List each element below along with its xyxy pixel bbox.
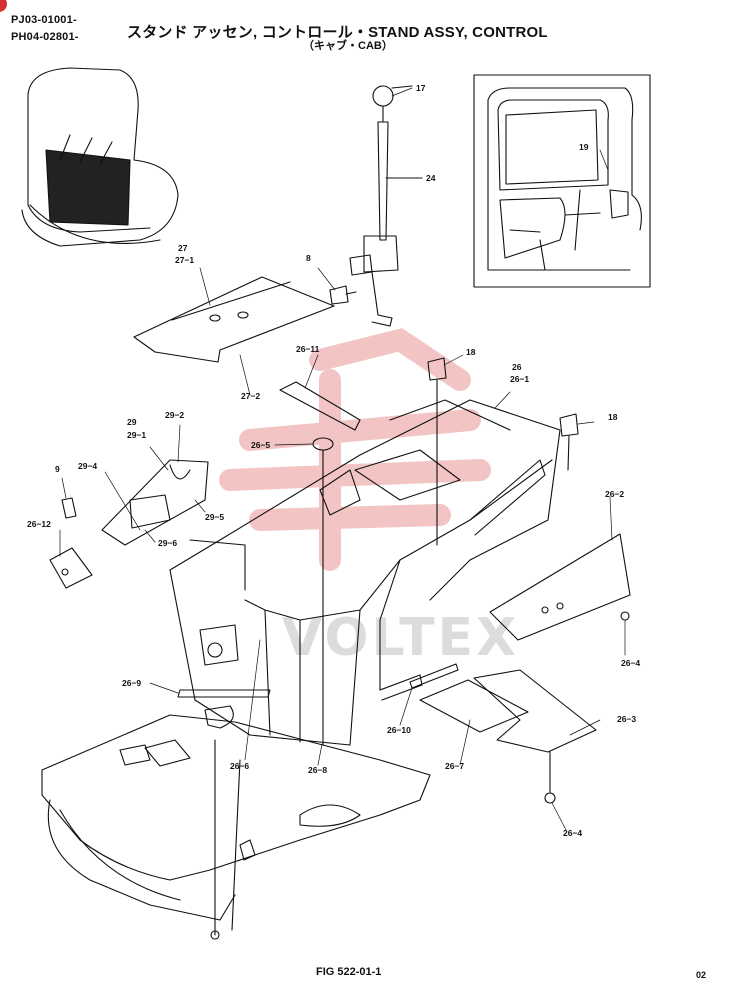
watermark-text: VOLTEX: [282, 608, 520, 668]
page-subtitle: （キャブ・CAB）: [303, 40, 393, 52]
callout-29-1: 29−1: [127, 430, 147, 440]
bracket-29: [101, 459, 209, 546]
callout-27: 27: [178, 243, 188, 253]
cab-door-detail: [487, 87, 642, 271]
model-number-2: PH04-02801-: [11, 31, 79, 43]
cover-plate-27: [133, 276, 335, 363]
callout-26-2: 26−2: [605, 489, 625, 499]
callout-8: 8: [306, 253, 311, 263]
callout-26-4a: 26−4: [621, 658, 641, 668]
callout-26-7: 26−7: [445, 761, 465, 771]
page-number: 02: [696, 970, 707, 980]
mat-26-7: [419, 679, 529, 733]
callout-26-1: 26−1: [510, 374, 530, 384]
control-lever: [349, 85, 423, 327]
callout-26-9: 26−9: [122, 678, 142, 688]
callout-17: 17: [416, 83, 426, 93]
callout-18b: 18: [608, 412, 618, 422]
callout-19: 19: [579, 142, 589, 152]
callout-29-6: 29−6: [158, 538, 178, 548]
page-title: スタンド アッセン, コントロール・STAND ASSY, CONTROL: [127, 24, 548, 41]
mat-26-3: [473, 669, 597, 753]
callout-26-3: 26−3: [617, 714, 637, 724]
strip-26-11: [279, 381, 361, 431]
callout-26-8: 26−8: [308, 765, 328, 775]
plate-26-12: [49, 547, 93, 589]
callout-26-12: 26−12: [27, 519, 51, 529]
figure-number: FIG 522-01-1: [316, 966, 382, 978]
bolt-8: [329, 285, 349, 305]
callout-26: 26: [512, 362, 522, 372]
bolt-18b: [559, 413, 579, 437]
grommet-26-5: [312, 437, 334, 451]
bar-26-9: [177, 689, 271, 698]
callout-18a: 18: [466, 347, 476, 357]
callout-29-2: 29−2: [165, 410, 185, 420]
floor-plate: [41, 705, 431, 940]
callout-9: 9: [55, 464, 60, 474]
callout-26-5: 26−5: [251, 440, 271, 450]
callout-26-6: 26−6: [230, 761, 250, 771]
callout-26-10: 26−10: [387, 725, 411, 735]
callout-29-5: 29−5: [205, 512, 225, 522]
callout-29: 29: [127, 417, 137, 427]
callout-26-4b: 26−4: [563, 828, 583, 838]
stand-body-26: [169, 399, 561, 746]
bolt-18a: [427, 357, 447, 381]
callout-29-4: 29−4: [78, 461, 98, 471]
callout-27-2: 27−2: [241, 391, 261, 401]
bolt-9: [61, 497, 77, 519]
callout-24: 24: [426, 173, 436, 183]
model-number-1: PJ03-01001-: [11, 14, 77, 26]
plate-26-2: [489, 533, 631, 641]
bar-26-10: [409, 663, 459, 689]
corner-marker: [0, 0, 7, 12]
callout-26-11: 26−11: [296, 344, 320, 354]
cab-location-thumbnail: [21, 67, 179, 247]
callout-27-1: 27−1: [175, 255, 195, 265]
